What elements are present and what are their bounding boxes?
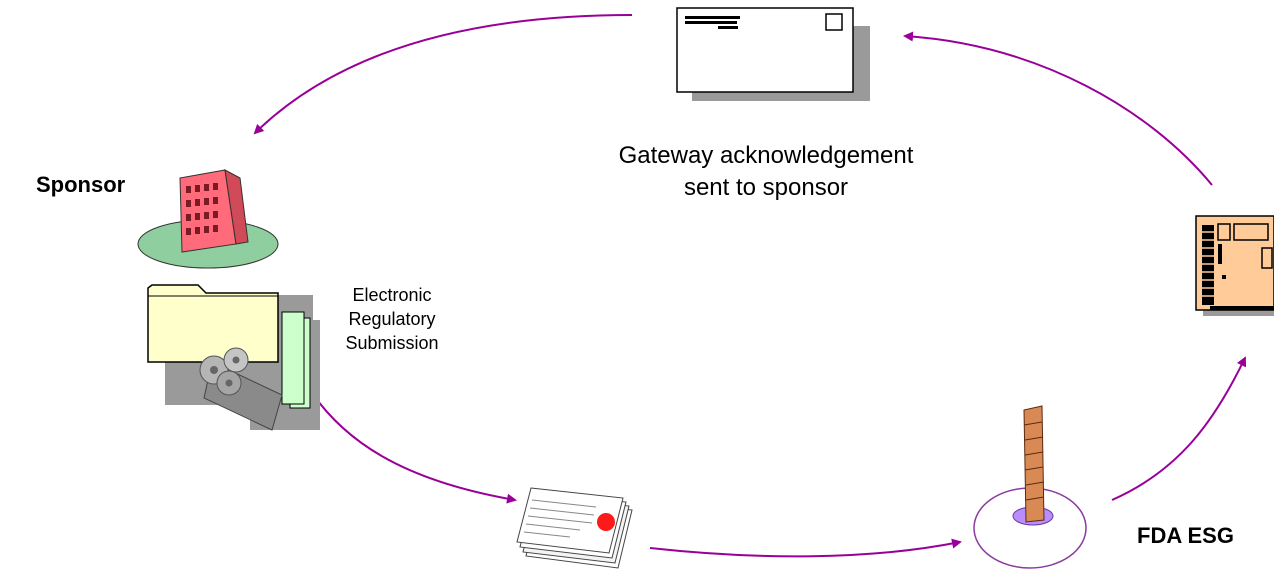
sponsor-label: Sponsor: [36, 172, 126, 197]
submission-label: Electronic Regulatory Submission: [316, 283, 468, 355]
submission-label-line3: Submission: [345, 333, 439, 353]
arrow-esg-to-circuit: [1111, 356, 1247, 501]
envelope-icon: [676, 7, 870, 101]
arrow-ack-to-sponsor: [253, 14, 633, 135]
fda-esg-label: FDA ESG: [1137, 523, 1234, 548]
arrow-submission-to-document: [311, 392, 517, 504]
building-icon: [137, 169, 279, 269]
ack-label-line1: Gateway acknowledgement: [618, 142, 914, 169]
arrow-circuit-to-ack: [903, 31, 1213, 186]
submission-label-line2: Regulatory: [348, 309, 436, 329]
submission-label-line1: Electronic: [352, 285, 432, 305]
ack-label: Gateway acknowledgement sent to sponsor: [546, 140, 986, 204]
flow-arrows: [253, 14, 1247, 558]
ack-label-line2: sent to sponsor: [683, 174, 849, 201]
circuit-board-icon: [1195, 215, 1274, 316]
gears-icon: [199, 347, 283, 431]
certificate-icon: [516, 487, 633, 569]
tower-icon: [973, 405, 1087, 569]
arrow-document-to-esg: [649, 538, 962, 558]
